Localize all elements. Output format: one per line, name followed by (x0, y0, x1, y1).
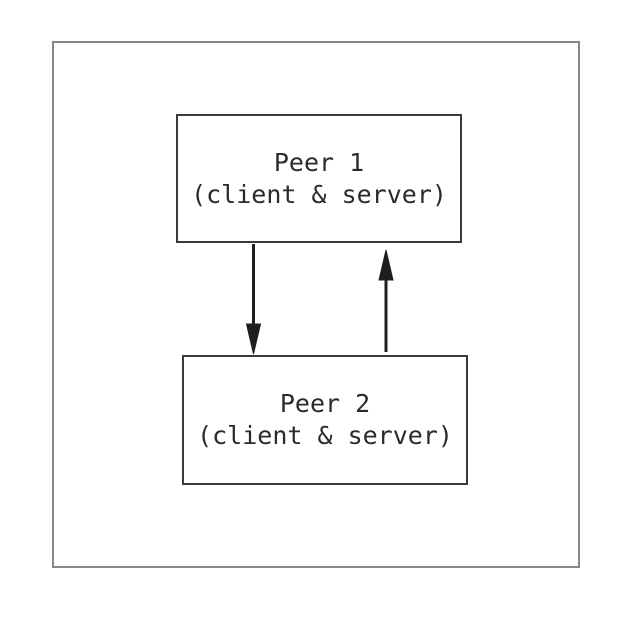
node-peer1-subtitle: (client & server) (191, 179, 447, 209)
node-peer2: Peer 2 (client & server) (182, 355, 468, 485)
node-peer1: Peer 1 (client & server) (176, 114, 462, 243)
node-peer2-subtitle: (client & server) (197, 421, 453, 450)
node-peer1-title: Peer 1 (273, 147, 365, 177)
node-peer2-title: Peer 2 (279, 389, 371, 418)
